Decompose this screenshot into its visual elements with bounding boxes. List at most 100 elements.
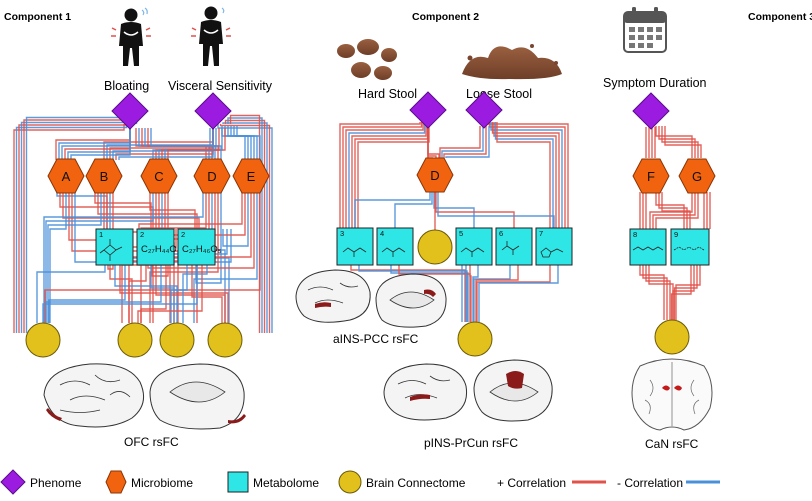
brain-node-ofc-1 xyxy=(25,322,61,358)
bloating-diamond xyxy=(111,92,149,130)
microbe-label-d2: D xyxy=(430,168,439,183)
correlation-line xyxy=(493,122,557,228)
correlation-line xyxy=(491,122,560,228)
component-2-title: Component 2 xyxy=(412,11,479,23)
correlation-line xyxy=(472,265,479,322)
microbe-hexagon-d1: D xyxy=(193,158,231,194)
correlation-line xyxy=(439,126,481,158)
microbe-label-a: A xyxy=(62,169,71,184)
correlation-line xyxy=(390,265,469,322)
microbe-hexagon-f: F xyxy=(632,158,670,194)
correlation-line xyxy=(193,192,258,323)
metabolite-box-6: 6 xyxy=(495,227,533,266)
correlation-line xyxy=(490,122,563,228)
correlation-line xyxy=(150,128,222,160)
correlation-line xyxy=(219,124,271,333)
correlation-line xyxy=(224,119,266,333)
brain-node-ofc-4 xyxy=(207,322,243,358)
correlation-line xyxy=(182,265,208,323)
correlation-line xyxy=(350,265,466,322)
microbe-hexagon-d2: D xyxy=(416,157,454,193)
correlation-line xyxy=(642,265,668,320)
microbe-label-g: G xyxy=(692,169,702,184)
correlation-line xyxy=(478,265,559,322)
legend-phenome-label: Phenome xyxy=(30,476,82,490)
correlation-line xyxy=(488,122,566,228)
correlation-line xyxy=(357,122,430,228)
can-rsfc-label: CaN rsFC xyxy=(645,437,699,451)
correlation-line xyxy=(494,122,554,228)
svg-text:1: 1 xyxy=(99,230,103,239)
microbe-hexagon-c: C xyxy=(140,158,178,194)
legend-brain-label: Brain Connectome xyxy=(366,476,466,490)
legend-negative-label: - Correlation xyxy=(617,476,683,490)
correlation-line xyxy=(118,128,214,160)
correlation-line xyxy=(135,128,207,160)
correlation-line xyxy=(649,192,693,229)
correlation-line xyxy=(443,126,487,158)
correlation-line xyxy=(140,192,207,323)
pins-precun-rsfc-label: pINS-PrCun rsFC xyxy=(424,436,518,450)
symptom-duration-diamond xyxy=(632,92,670,130)
legend-brain-circle xyxy=(338,470,362,494)
component-1-title: Component 1 xyxy=(4,11,71,23)
microbe-label-c: C xyxy=(154,169,163,184)
brain-node-c2-mid xyxy=(417,229,453,265)
correlation-line xyxy=(167,128,226,160)
correlation-line xyxy=(150,265,175,323)
correlation-line xyxy=(222,122,268,333)
microbe-label-e: E xyxy=(247,169,256,184)
svg-text:2: 2 xyxy=(181,230,185,239)
component-2-connections xyxy=(339,122,569,322)
correlation-line xyxy=(354,192,431,228)
correlation-line xyxy=(42,265,198,323)
visceral-sensitivity-diamond xyxy=(194,92,232,130)
correlation-line xyxy=(655,192,699,229)
hard-stool-label: Hard Stool xyxy=(358,87,417,101)
correlation-line xyxy=(155,265,226,323)
correlation-line xyxy=(70,128,131,160)
correlation-line xyxy=(140,265,167,323)
metabolite-box-5: 5 xyxy=(455,227,493,266)
ains-brain-lateral-icon xyxy=(295,269,371,323)
metabolite-box-9: 9 xyxy=(670,228,710,266)
svg-text:3: 3 xyxy=(340,229,344,238)
legend-metabolome-label: Metabolome xyxy=(253,476,319,490)
correlation-line xyxy=(227,117,263,333)
brain-node-can xyxy=(654,319,690,355)
correlation-line xyxy=(652,192,696,229)
svg-text:4: 4 xyxy=(380,229,384,238)
legend-phenome-diamond xyxy=(0,469,26,495)
microbe-label-b: B xyxy=(100,169,109,184)
loose-stool-icon xyxy=(462,44,562,80)
ains-pcc-rsfc-label: aINS-PCC rsFC xyxy=(333,332,419,346)
correlation-line xyxy=(658,126,696,158)
correlation-line xyxy=(49,192,67,323)
correlation-line xyxy=(441,126,484,158)
correlation-line xyxy=(673,265,698,320)
correlation-line xyxy=(170,265,188,323)
bloating-person-icon xyxy=(111,7,151,66)
correlation-line xyxy=(217,124,273,333)
hard-stool-icon xyxy=(337,39,397,80)
legend-positive-label: + Correlation xyxy=(497,476,566,490)
microbe-hexagon-e: E xyxy=(232,158,270,194)
can-brain-coronal-icon xyxy=(631,358,713,431)
correlation-line xyxy=(496,122,551,228)
component-3-title: Component 3 xyxy=(748,11,812,23)
correlation-line xyxy=(94,192,152,229)
correlation-line xyxy=(655,192,685,229)
correlation-line xyxy=(109,265,133,323)
ains-brain-medial-icon xyxy=(375,273,447,328)
correlation-line xyxy=(469,265,472,322)
microbe-hexagon-a: A xyxy=(47,158,85,194)
correlation-line xyxy=(445,126,490,158)
correlation-line xyxy=(138,128,210,160)
brain-node-ofc-2 xyxy=(117,322,153,358)
correlation-line xyxy=(475,265,519,322)
legend: Phenome Microbiome Metabolome Brain Conn… xyxy=(0,469,720,495)
metabolite-box-8: 8 xyxy=(629,228,667,266)
correlation-line xyxy=(149,192,219,323)
correlation-line xyxy=(427,127,440,158)
